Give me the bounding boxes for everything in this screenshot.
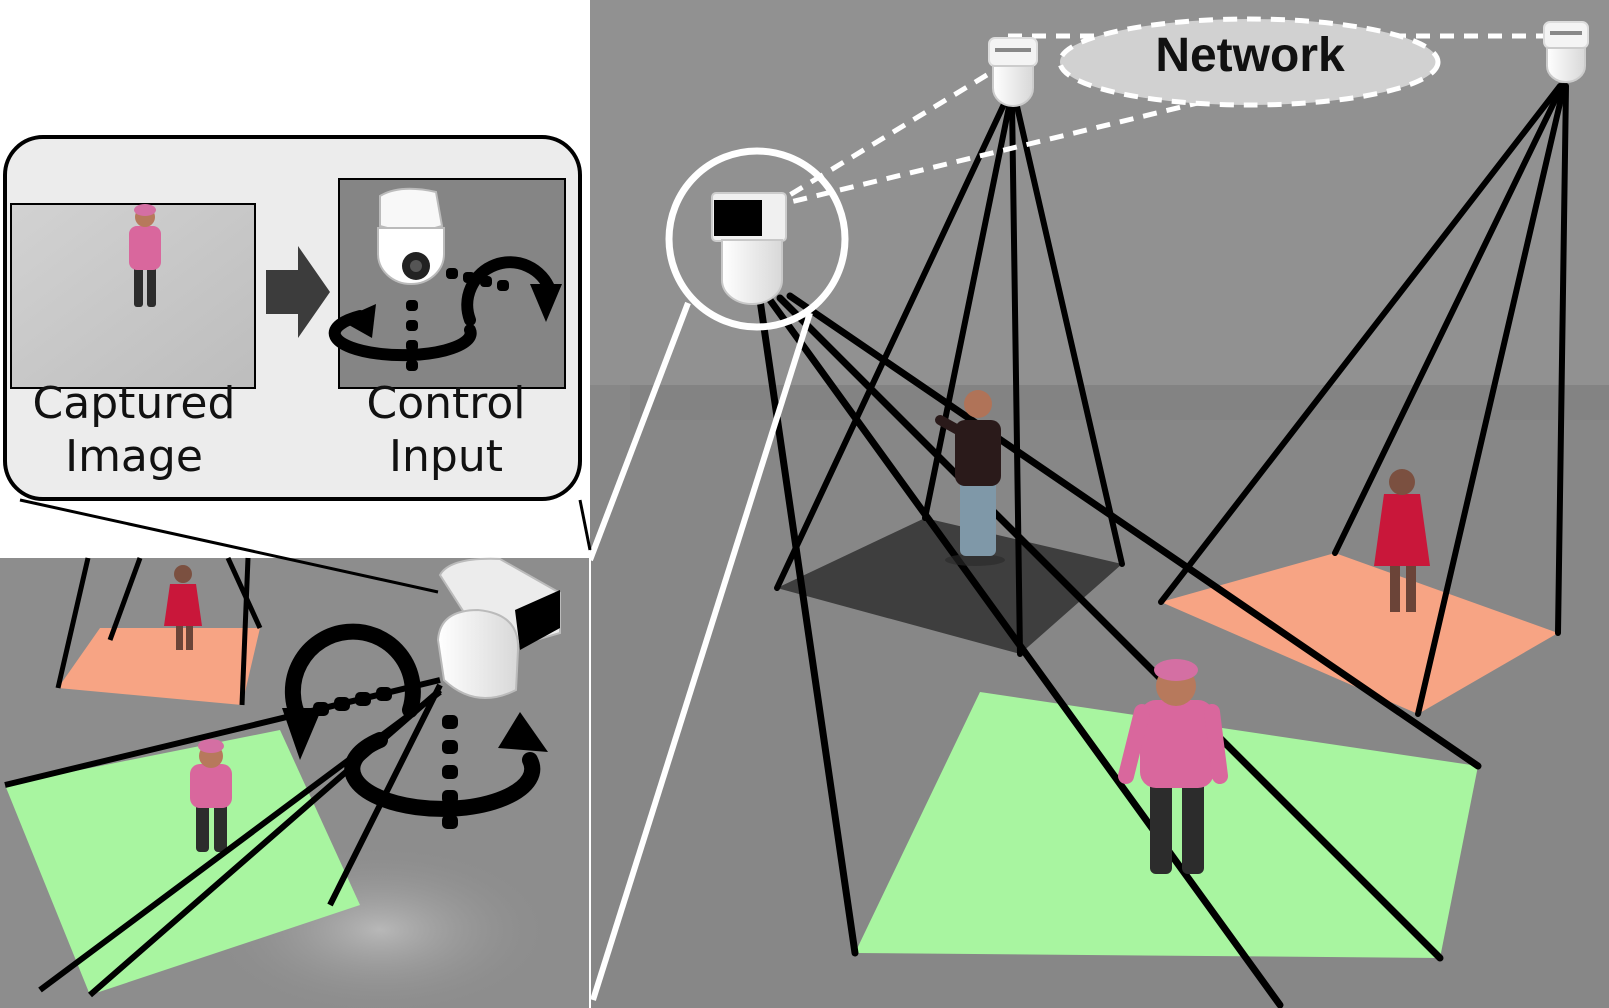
thumbnail-person-icon: [129, 204, 161, 307]
inset-tilt-arrowhead: [282, 708, 322, 760]
main-scene: [587, 0, 1609, 1008]
frustum-left-camera: [756, 292, 1482, 1008]
frustum-center-camera: [774, 99, 1125, 657]
ptz-camera-highlighted-icon: [711, 192, 787, 305]
inset-orange-frustum: [55, 556, 263, 706]
captured-image-label: Captured Image: [14, 378, 254, 484]
zoom-lines: [587, 301, 813, 1001]
ptz-camera-right-icon: [1543, 21, 1589, 83]
arrow-right-icon: [266, 246, 330, 338]
inset-ptz-camera-icon: [436, 557, 561, 699]
person-shadow: [945, 554, 1005, 566]
callout-box: [3, 135, 582, 501]
control-input-label: Control Input: [326, 378, 566, 484]
control-ptz-camera-icon: [377, 187, 445, 285]
callout-tail: [19, 498, 592, 594]
inset-tilt-arrow-icon: [284, 623, 421, 728]
inset-axis-dots: [313, 687, 458, 829]
control-tilt-arrow-icon: [461, 256, 556, 326]
frustum-right-camera: [1158, 83, 1569, 717]
zoom-inset: [0, 556, 591, 1008]
inset-pan-arrowhead: [498, 712, 548, 752]
person-dark-jacket: [935, 390, 1005, 566]
control-tilt-arrowhead: [530, 284, 562, 322]
network-label: Network: [1155, 29, 1345, 82]
inset-pan-arrow-icon: [344, 732, 541, 817]
camera-highlight-ring: [665, 147, 849, 331]
ptz-camera-center-icon: [988, 37, 1038, 107]
inset-orange-region: [58, 628, 260, 705]
network-cloud: [1057, 16, 1441, 108]
orange-coverage-region: [1161, 553, 1558, 714]
control-pan-arrowhead: [340, 304, 376, 338]
person-red-dress: [1374, 469, 1430, 612]
control-axis-dots: [406, 268, 509, 371]
inset-person-pink-shirt: [190, 739, 232, 852]
captured-image-text: Captured Image: [32, 378, 236, 482]
control-input-text: Control Input: [366, 378, 526, 482]
inset-person-red-dress: [164, 565, 202, 650]
person-pink-shirt: [1118, 659, 1228, 874]
inset-green-region: [5, 730, 360, 995]
control-pan-arrow-icon: [328, 310, 477, 362]
